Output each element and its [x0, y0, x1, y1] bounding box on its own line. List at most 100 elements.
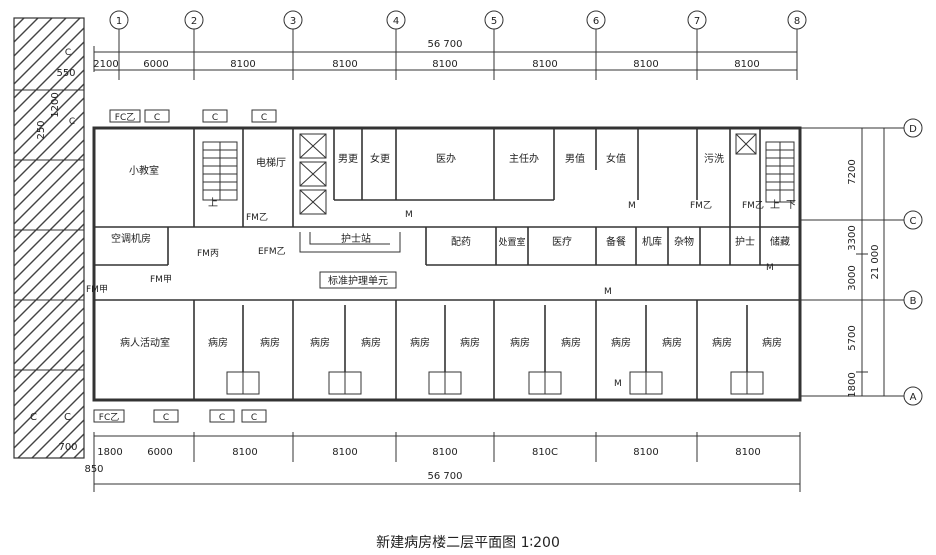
- bottom-dimensions: 1800 6000 8100 8100 8100 810C 8100 8100 …: [58, 432, 801, 492]
- room-treatment: 医疗: [552, 235, 572, 248]
- room-labels: 小教室 电梯厅 男更 女更 医办 主任办 男值 女值 污洗 空调机房 护士站 配…: [111, 152, 790, 349]
- room-dirty-wash: 污洗: [704, 153, 724, 165]
- svg-text:C: C: [64, 412, 71, 423]
- elevator-shafts: [299, 133, 757, 215]
- svg-text:A: A: [910, 392, 917, 403]
- room-doctor-office: 医办: [436, 152, 456, 165]
- svg-text:2: 2: [191, 16, 197, 27]
- bottom-opening-codes: C C FC乙 C C C: [30, 409, 267, 423]
- svg-text:8100: 8100: [232, 447, 257, 458]
- svg-text:3: 3: [290, 16, 296, 27]
- svg-text:4: 4: [393, 16, 399, 27]
- svg-text:250: 250: [36, 120, 47, 139]
- room-ward: 病房: [260, 336, 280, 349]
- door-codes: FM乙 FM丙 EFM乙 FM甲 FM甲 FM乙 FM乙 M M M M M: [86, 200, 774, 389]
- room-pantry: 备餐: [606, 235, 626, 248]
- right-axis-markers: D C B A: [800, 118, 923, 406]
- svg-text:8100: 8100: [633, 59, 658, 70]
- room-ward: 病房: [208, 336, 228, 349]
- room-ward: 病房: [310, 336, 330, 349]
- room-female-duty: 女值: [606, 152, 626, 165]
- svg-text:6: 6: [593, 16, 599, 27]
- svg-text:FM乙: FM乙: [690, 200, 712, 211]
- room-sundries: 杂物: [674, 235, 694, 248]
- room-ward: 病房: [762, 336, 782, 349]
- svg-text:C: C: [163, 413, 169, 423]
- room-nurse-station: 护士站: [341, 232, 371, 245]
- ward-row-walls: [193, 300, 748, 400]
- existing-building-hatch: [13, 17, 85, 459]
- svg-text:FC乙: FC乙: [99, 412, 119, 423]
- axis-5: 5: [484, 10, 504, 80]
- svg-text:FC乙: FC乙: [115, 112, 135, 123]
- svg-text:1200: 1200: [50, 92, 61, 117]
- svg-text:5: 5: [491, 16, 497, 27]
- svg-text:上: 上: [208, 197, 218, 209]
- svg-text:C: C: [261, 113, 267, 123]
- middle-row-walls: [94, 227, 800, 266]
- right-dimensions: 7200 3300 3000 5700 1800 21 000: [847, 128, 885, 398]
- svg-text:1800: 1800: [97, 447, 122, 458]
- svg-text:3000: 3000: [847, 265, 858, 290]
- svg-text:C: C: [154, 113, 160, 123]
- room-male-change: 男更: [338, 153, 358, 165]
- svg-text:FM乙: FM乙: [246, 212, 268, 223]
- svg-text:5700: 5700: [847, 325, 858, 350]
- svg-text:M: M: [614, 379, 622, 389]
- svg-text:810C: 810C: [532, 447, 558, 458]
- svg-text:6000: 6000: [143, 59, 168, 70]
- svg-text:D: D: [909, 124, 917, 135]
- axis-4: 4: [386, 10, 406, 80]
- svg-text:C: C: [251, 413, 257, 423]
- svg-text:C: C: [69, 117, 75, 127]
- svg-text:FM乙: FM乙: [742, 200, 764, 211]
- svg-text:8100: 8100: [532, 59, 557, 70]
- svg-text:8100: 8100: [230, 59, 255, 70]
- svg-text:3300: 3300: [847, 225, 858, 250]
- svg-text:2100: 2100: [93, 59, 118, 70]
- room-small-classroom: 小教室: [129, 164, 159, 177]
- room-ward: 病房: [410, 336, 430, 349]
- top-dimensions: 56 700 2100 6000 8100 8100 8100 8100 810…: [56, 39, 798, 79]
- svg-text:EFM乙: EFM乙: [258, 246, 286, 257]
- building-outline: [92, 126, 802, 402]
- top-row-walls: [193, 128, 761, 227]
- svg-text:7200: 7200: [847, 159, 858, 184]
- room-dispensing: 配药: [451, 236, 471, 248]
- svg-text:8100: 8100: [633, 447, 658, 458]
- axis-3: 3: [283, 10, 303, 80]
- drawing-title: 新建病房楼二层平面图 1∶200: [376, 535, 560, 551]
- stair-right: 上 下: [765, 141, 796, 211]
- svg-text:8100: 8100: [432, 59, 457, 70]
- svg-text:FM丙: FM丙: [197, 248, 219, 259]
- svg-text:1: 1: [116, 16, 122, 27]
- svg-text:C: C: [910, 216, 917, 227]
- svg-text:8100: 8100: [332, 59, 357, 70]
- svg-text:56 700: 56 700: [428, 471, 463, 482]
- svg-text:8100: 8100: [734, 59, 759, 70]
- left-dimensions: 250 1200 C: [36, 92, 75, 139]
- svg-text:8100: 8100: [735, 447, 760, 458]
- room-elevator-hall: 电梯厅: [256, 156, 286, 169]
- axis-7: 7: [687, 10, 707, 80]
- top-opening-codes: FC乙 C C C: [109, 109, 277, 123]
- svg-text:C: C: [219, 413, 225, 423]
- svg-text:1800: 1800: [847, 372, 858, 397]
- room-female-change: 女更: [370, 152, 390, 165]
- svg-text:FM甲: FM甲: [150, 274, 172, 285]
- svg-text:C: C: [30, 412, 37, 423]
- room-ac-room: 空调机房: [111, 232, 151, 245]
- svg-text:M: M: [405, 210, 413, 220]
- svg-text:下: 下: [786, 200, 796, 211]
- axis-2: 2: [184, 10, 204, 80]
- svg-text:C: C: [212, 113, 218, 123]
- room-director-office: 主任办: [509, 152, 539, 165]
- room-ward: 病房: [361, 336, 381, 349]
- svg-text:21 000: 21 000: [870, 245, 881, 280]
- svg-text:FM甲: FM甲: [86, 284, 108, 295]
- top-axis-markers: 1 2 3 4 5 6 7 8: [109, 10, 807, 80]
- ward-bathrooms: [226, 371, 764, 395]
- axis-6: 6: [586, 10, 606, 80]
- room-disposal: 处置室: [498, 236, 525, 248]
- svg-text:M: M: [604, 287, 612, 297]
